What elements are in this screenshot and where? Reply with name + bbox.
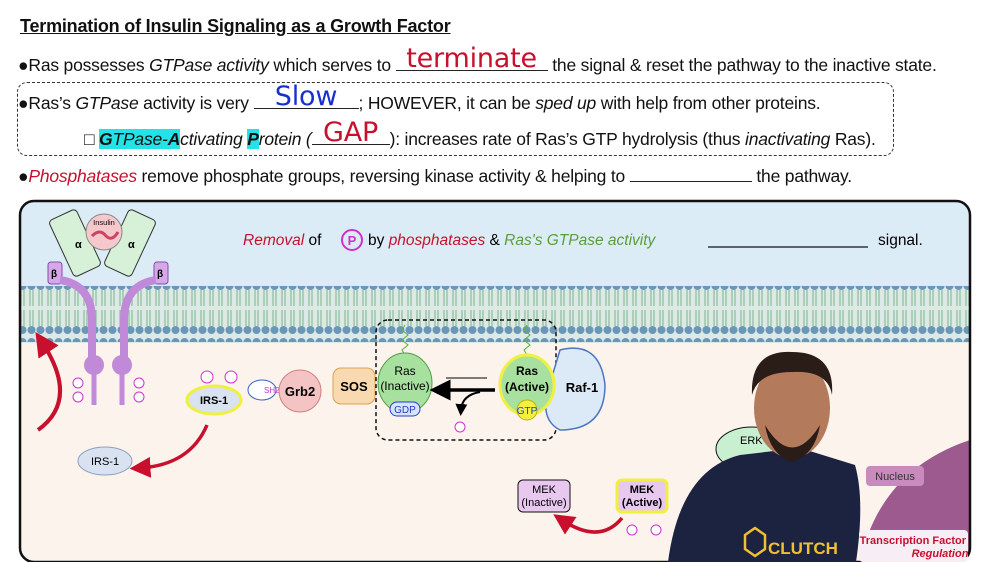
handwritten-answer-gap: GAP xyxy=(323,117,379,148)
svg-text:MEK: MEK xyxy=(630,484,655,496)
mek-active xyxy=(615,478,669,514)
empty-blank xyxy=(629,163,752,182)
clutch-logo: CLUTCH xyxy=(768,539,838,558)
dashed-highlight-box xyxy=(17,82,894,156)
red-arrow-irs1 xyxy=(129,424,209,478)
red-arrow-mek xyxy=(553,514,624,535)
mek-inactive xyxy=(517,479,571,513)
svg-text:by phosphatases & Ras's GTPase: by phosphatases & Ras's GTPase activity xyxy=(368,232,657,249)
transcription-factor-label: Transcription Factor xyxy=(860,535,967,547)
bullet-2: ●Ras’s GTPase activity is very Slow; HOW… xyxy=(18,81,821,113)
cell-membrane xyxy=(20,286,970,342)
presenter-video: CLUTCH xyxy=(668,351,861,562)
bullet-4: ●Phosphatases remove phosphate groups, r… xyxy=(18,163,852,187)
svg-text:Ras: Ras xyxy=(394,364,415,378)
svg-text:Raf-1: Raf-1 xyxy=(566,380,599,395)
irs1-active xyxy=(185,384,243,416)
released-phosphate xyxy=(454,421,466,433)
page-title: Termination of Insulin Signaling as a Gr… xyxy=(20,16,451,36)
sub-bullet-gap: □ GTPase-Activating Protein (GAP): incre… xyxy=(84,117,876,149)
svg-text:GTP: GTP xyxy=(517,406,538,417)
extracellular-space xyxy=(20,201,970,291)
ras-cycle-box xyxy=(375,319,557,441)
svg-text:MEK: MEK xyxy=(532,484,557,496)
handwritten-answer-slow: Slow xyxy=(274,81,338,112)
sh2-domain xyxy=(247,379,277,401)
svg-text:β: β xyxy=(157,269,163,280)
svg-text:(Inactive): (Inactive) xyxy=(380,379,429,393)
svg-text:IRS-1: IRS-1 xyxy=(200,395,228,407)
gdp xyxy=(389,401,421,417)
red-arrow-receptor xyxy=(35,331,63,432)
gtp xyxy=(516,399,538,421)
nucleus-label: Nucleus xyxy=(875,471,915,483)
svg-text:GDP: GDP xyxy=(394,405,416,416)
insulin-receptor: α α Insulin β β xyxy=(47,209,169,405)
raf1 xyxy=(545,347,606,431)
svg-text:ERK: ERK xyxy=(740,435,763,447)
svg-text:Insulin: Insulin xyxy=(93,218,115,227)
svg-text:SH2: SH2 xyxy=(264,386,280,395)
phosphate-icon xyxy=(341,229,363,251)
svg-text:(Active): (Active) xyxy=(622,497,663,509)
svg-text:α: α xyxy=(128,239,135,251)
grb2 xyxy=(278,369,322,413)
svg-text:P: P xyxy=(348,233,357,248)
diagram-frame xyxy=(18,199,972,562)
svg-text:β: β xyxy=(51,269,57,280)
regulation-label: Regulation xyxy=(912,548,969,560)
svg-text:SOS: SOS xyxy=(340,379,368,394)
svg-text:α: α xyxy=(75,239,82,251)
bullet-1: ●Ras possesses GTPase activity which ser… xyxy=(18,43,937,75)
svg-text:Ras: Ras xyxy=(516,364,538,378)
sos xyxy=(332,367,376,405)
svg-text:(Inactive): (Inactive) xyxy=(521,497,566,509)
svg-text:IRS-1: IRS-1 xyxy=(91,456,119,468)
svg-text:signal.: signal. xyxy=(878,232,923,249)
handwritten-answer-terminate: terminate xyxy=(406,43,537,74)
svg-text:Grb2: Grb2 xyxy=(285,384,315,399)
diagram-header: Removal of xyxy=(243,232,322,249)
svg-text:(Active): (Active) xyxy=(505,380,549,394)
